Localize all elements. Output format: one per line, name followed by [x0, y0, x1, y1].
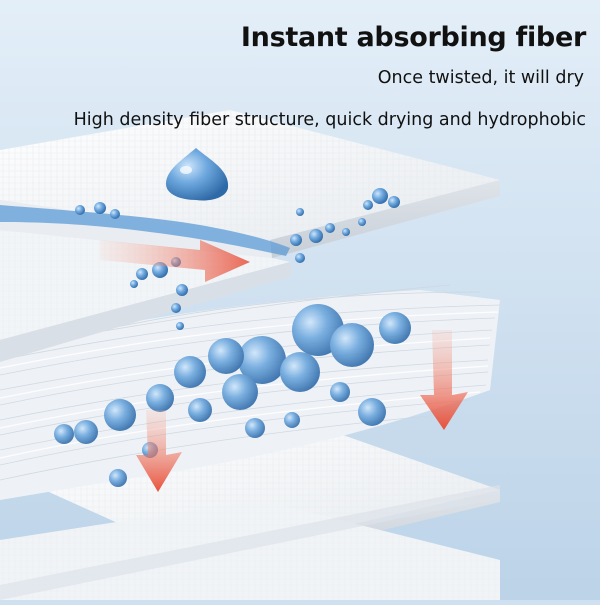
- description: High density fiber structure, quick dryi…: [73, 110, 586, 130]
- arrow-down-icon: [136, 410, 182, 492]
- top-sheet: [0, 110, 500, 362]
- bottom-sheet: [0, 420, 500, 600]
- water-streak: [0, 188, 400, 330]
- water-droplet-icon: [166, 148, 229, 201]
- arrow-right-icon: [100, 240, 250, 282]
- headline: Instant absorbing fiber: [240, 22, 586, 53]
- absorbed-droplets: [54, 304, 411, 487]
- subheading: Once twisted, it will dry: [377, 68, 584, 88]
- arrow-down-icon: [420, 330, 468, 430]
